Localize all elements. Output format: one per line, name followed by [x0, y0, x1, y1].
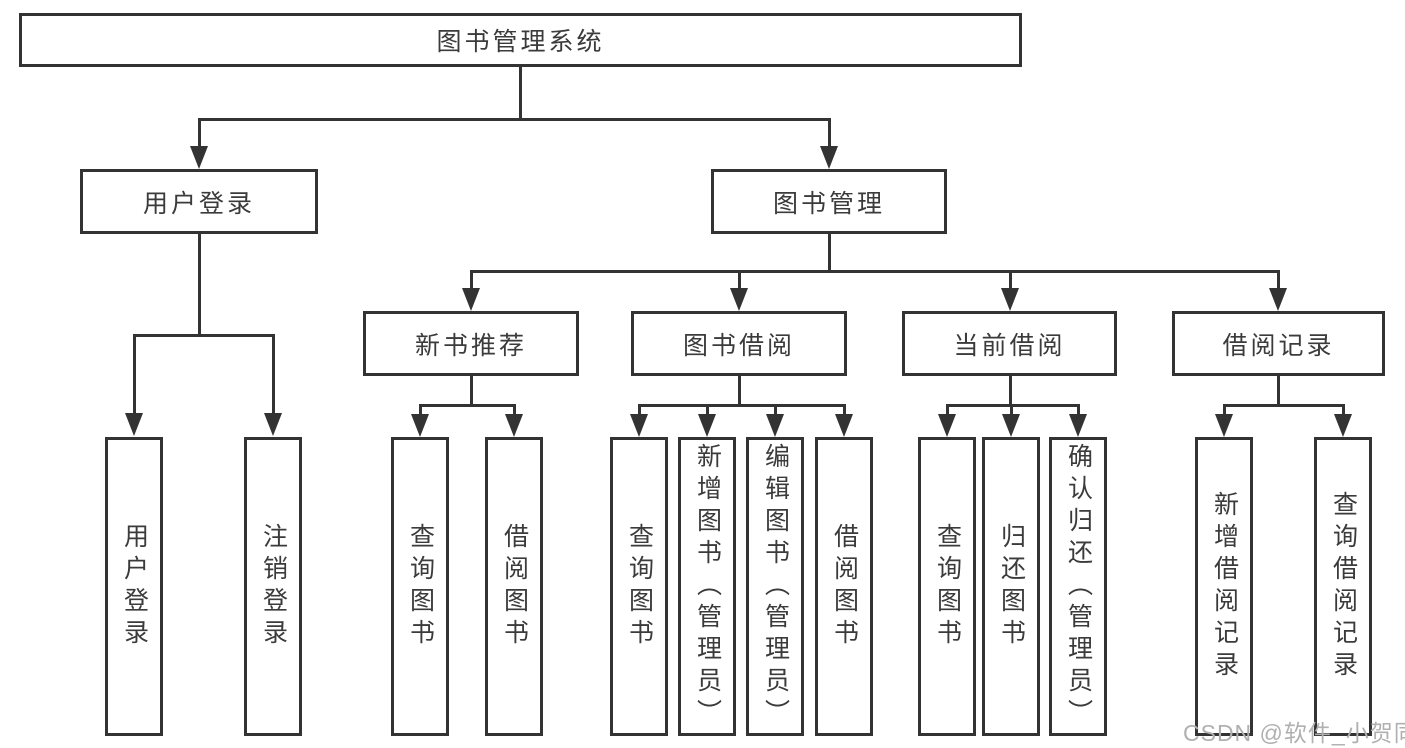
arrow-down-icon — [1001, 288, 1019, 311]
leaf-borrow-books: 借阅图书 — [815, 437, 873, 736]
node-label: 图书管理系统 — [436, 28, 605, 56]
node-label: 新增借阅记录 — [1210, 490, 1239, 683]
node-borrowing-records: 借阅记录 — [1172, 311, 1385, 376]
node-book-management: 图书管理 — [711, 169, 947, 234]
node-new-book-recommendation: 新书推荐 — [363, 311, 579, 376]
arrow-down-icon — [505, 414, 523, 437]
connector-line — [198, 118, 831, 121]
node-label: 借阅图书 — [500, 522, 529, 651]
leaf-edit-book-admin: 编辑图书（管理员） — [746, 437, 804, 736]
connector-line — [828, 234, 831, 271]
connector-line — [1223, 406, 1226, 415]
arrow-down-icon — [1269, 288, 1287, 311]
node-label: 借阅记录 — [1222, 331, 1335, 360]
connector-line — [738, 376, 741, 406]
connector-line — [419, 406, 422, 415]
node-book-borrowing: 图书借阅 — [631, 311, 847, 376]
connector-line — [1009, 272, 1012, 288]
arrow-down-icon — [411, 414, 429, 437]
connector-line — [1009, 376, 1012, 406]
arrow-down-icon — [630, 414, 648, 437]
node-label: 当前借阅 — [953, 331, 1066, 360]
leaf-borrow-books-recommend: 借阅图书 — [485, 437, 543, 736]
node-label: 新增图书（管理员） — [693, 442, 722, 731]
connector-line — [470, 270, 1280, 273]
connector-line — [1277, 376, 1280, 406]
arrow-down-icon — [462, 288, 480, 311]
arrow-down-icon — [190, 146, 208, 169]
arrow-down-icon — [264, 413, 282, 436]
node-label: 图书管理 — [772, 189, 885, 218]
connector-line — [1077, 406, 1080, 415]
leaf-add-borrow-record: 新增借阅记录 — [1195, 437, 1253, 736]
node-label: 图书借阅 — [682, 331, 795, 360]
arrow-down-icon — [820, 146, 838, 169]
connector-line — [946, 406, 949, 415]
node-label: 查询图书 — [406, 522, 435, 651]
arrow-down-icon — [730, 288, 748, 311]
connector-line — [828, 120, 831, 147]
leaf-query-borrow-record: 查询借阅记录 — [1314, 437, 1372, 736]
node-current-borrowing: 当前借阅 — [902, 311, 1117, 376]
leaf-user-login: 用户登录 — [105, 437, 163, 736]
connector-line — [774, 406, 777, 415]
leaf-query-books-borrowing: 查询图书 — [610, 437, 668, 736]
leaf-add-book-admin: 新增图书（管理员） — [678, 437, 736, 736]
connector-line — [638, 404, 846, 407]
arrow-down-icon — [766, 414, 784, 437]
connector-line — [133, 334, 275, 337]
leaf-query-books-recommend: 查询图书 — [391, 437, 449, 736]
connector-line — [946, 404, 1080, 407]
leaf-logout: 注销登录 — [244, 437, 302, 736]
connector-line — [706, 406, 709, 415]
node-label: 归还图书 — [997, 522, 1026, 651]
leaf-query-books-current: 查询图书 — [918, 437, 976, 736]
arrow-down-icon — [1334, 414, 1352, 437]
node-label: 查询图书 — [625, 522, 654, 651]
leaf-return-book: 归还图书 — [982, 437, 1040, 736]
arrow-down-icon — [1215, 414, 1233, 437]
connector-line — [198, 234, 201, 335]
node-label: 用户登录 — [142, 189, 255, 218]
leaf-confirm-return-admin: 确认归还（管理员） — [1049, 437, 1107, 736]
connector-line — [1010, 406, 1013, 415]
node-label: 编辑图书（管理员） — [761, 442, 790, 731]
connector-line — [1277, 272, 1280, 288]
arrow-down-icon — [938, 414, 956, 437]
node-library-system: 图书管理系统 — [19, 13, 1022, 67]
node-label: 查询借阅记录 — [1329, 490, 1358, 683]
arrow-down-icon — [1069, 414, 1087, 437]
node-label: 注销登录 — [259, 522, 288, 651]
connector-line — [133, 336, 136, 413]
connector-line — [1223, 404, 1345, 407]
csdn-watermark: CSDN @软件_小贺同学 — [1183, 720, 1405, 746]
connector-line — [513, 406, 516, 415]
arrow-down-icon — [835, 414, 853, 437]
connector-line — [198, 120, 201, 147]
arrow-down-icon — [125, 413, 143, 436]
connector-line — [638, 406, 641, 415]
node-label: 用户登录 — [120, 522, 149, 651]
arrow-down-icon — [1002, 414, 1020, 437]
node-label: 新书推荐 — [414, 331, 527, 360]
connector-line — [1342, 406, 1345, 415]
node-user-login: 用户登录 — [80, 169, 318, 234]
connector-line — [843, 406, 846, 415]
arrow-down-icon — [698, 414, 716, 437]
node-label: 确认归还（管理员） — [1064, 442, 1093, 731]
connector-line — [470, 272, 473, 288]
connector-line — [470, 376, 473, 406]
connector-line — [738, 272, 741, 288]
connector-line — [272, 336, 275, 413]
node-label: 借阅图书 — [830, 522, 859, 651]
connector-line — [419, 404, 516, 407]
node-label: 查询图书 — [933, 522, 962, 651]
connector-line — [519, 67, 522, 121]
